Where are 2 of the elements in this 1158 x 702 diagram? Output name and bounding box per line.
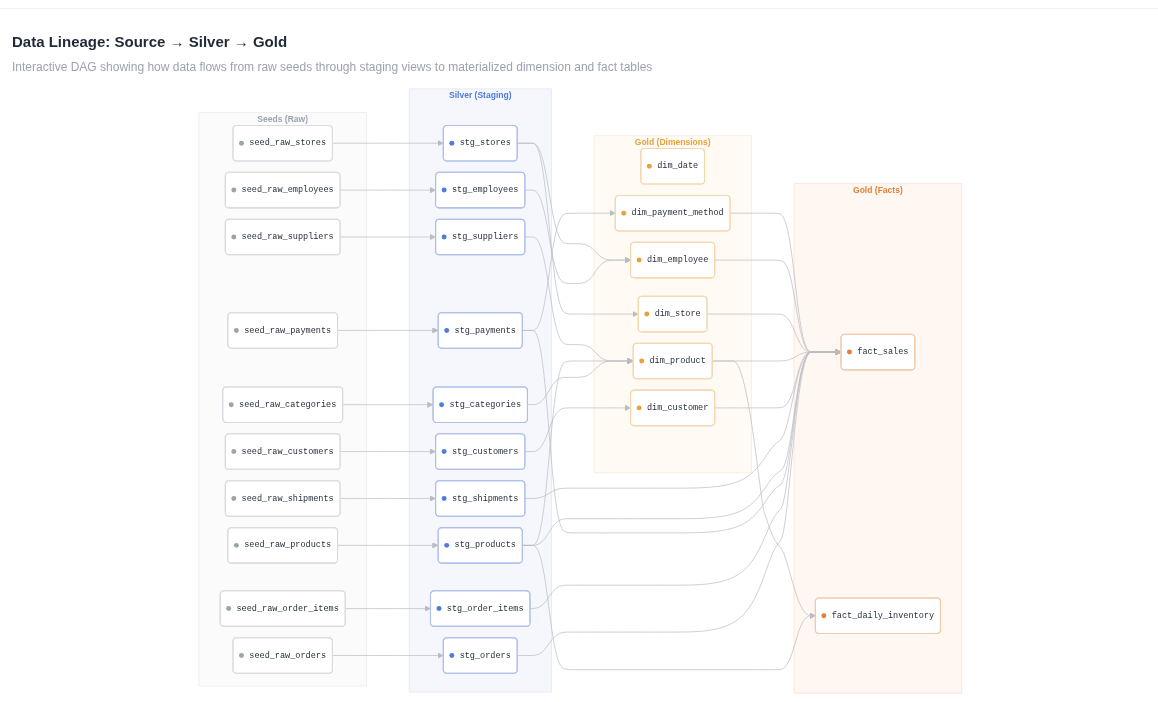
diagram-title: Data Lineage: Source → Silver → Gold xyxy=(12,33,288,50)
subtitle-text: Interactive DAG showing how data flows from raw seeds through staging views to materialized dimension and fact tables xyxy=(12,60,653,74)
